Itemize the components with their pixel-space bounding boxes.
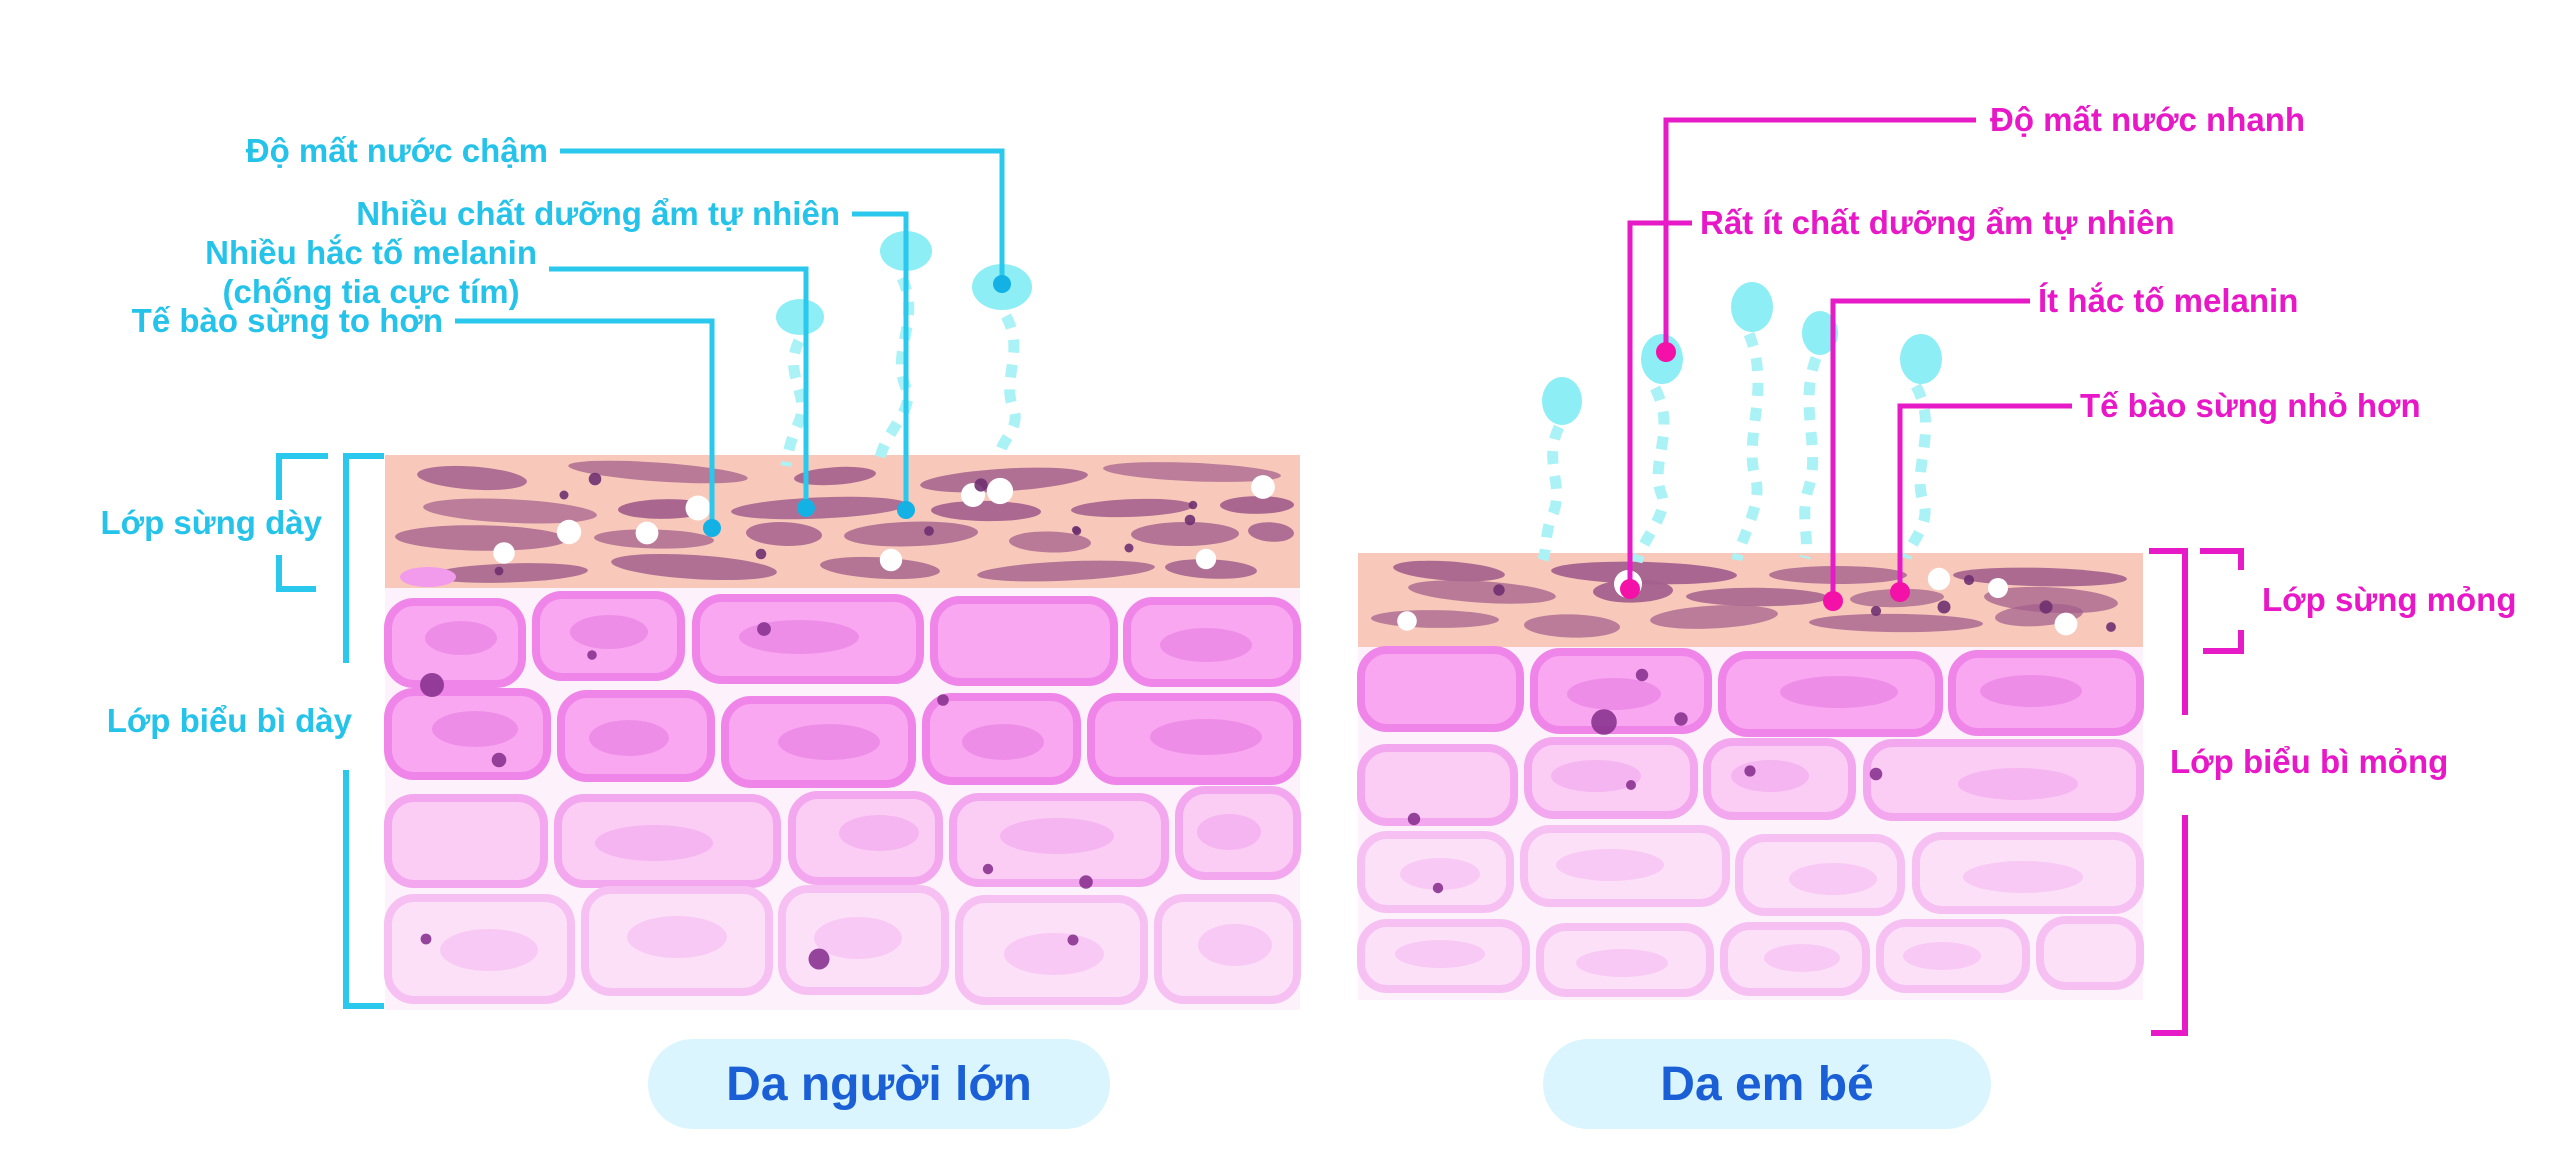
- label-adult-melanin-line2: (chống tia cực tím): [222, 273, 520, 310]
- caption-baby-skin-text: Da em bé: [1660, 1057, 1874, 1111]
- label-baby-melanin: Ít hắc tố melanin: [2038, 282, 2299, 319]
- label-baby-stratum-corneum: Lớp sừng mỏng: [2262, 581, 2517, 618]
- label-adult-melanin: Nhiều hắc tố melanin (chống tia cực tím): [205, 233, 537, 311]
- label-adult-epidermis: Lớp biểu bì dày: [106, 702, 352, 739]
- caption-adult-skin: Da người lớn: [648, 1039, 1110, 1129]
- label-baby-keratinocyte: Tế bào sừng nhỏ hơn: [2080, 387, 2421, 424]
- label-adult-keratinocyte: Tế bào sừng to hơn: [131, 302, 443, 339]
- label-baby-epidermis: Lớp biểu bì mỏng: [2170, 743, 2449, 780]
- label-adult-melanin-line1: Nhiều hắc tố melanin: [205, 234, 537, 271]
- label-baby-moisturizer: Rất ít chất dưỡng ẩm tự nhiên: [1700, 204, 2175, 241]
- caption-adult-skin-text: Da người lớn: [726, 1057, 1032, 1111]
- label-adult-moisturizer: Nhiều chất dưỡng ẩm tự nhiên: [356, 195, 840, 232]
- label-adult-stratum-corneum: Lớp sừng dày: [100, 504, 322, 541]
- label-adult-water-loss: Độ mất nước chậm: [245, 132, 548, 169]
- label-baby-water-loss: Độ mất nước nhanh: [1990, 101, 2306, 138]
- caption-baby-skin: Da em bé: [1543, 1039, 1991, 1129]
